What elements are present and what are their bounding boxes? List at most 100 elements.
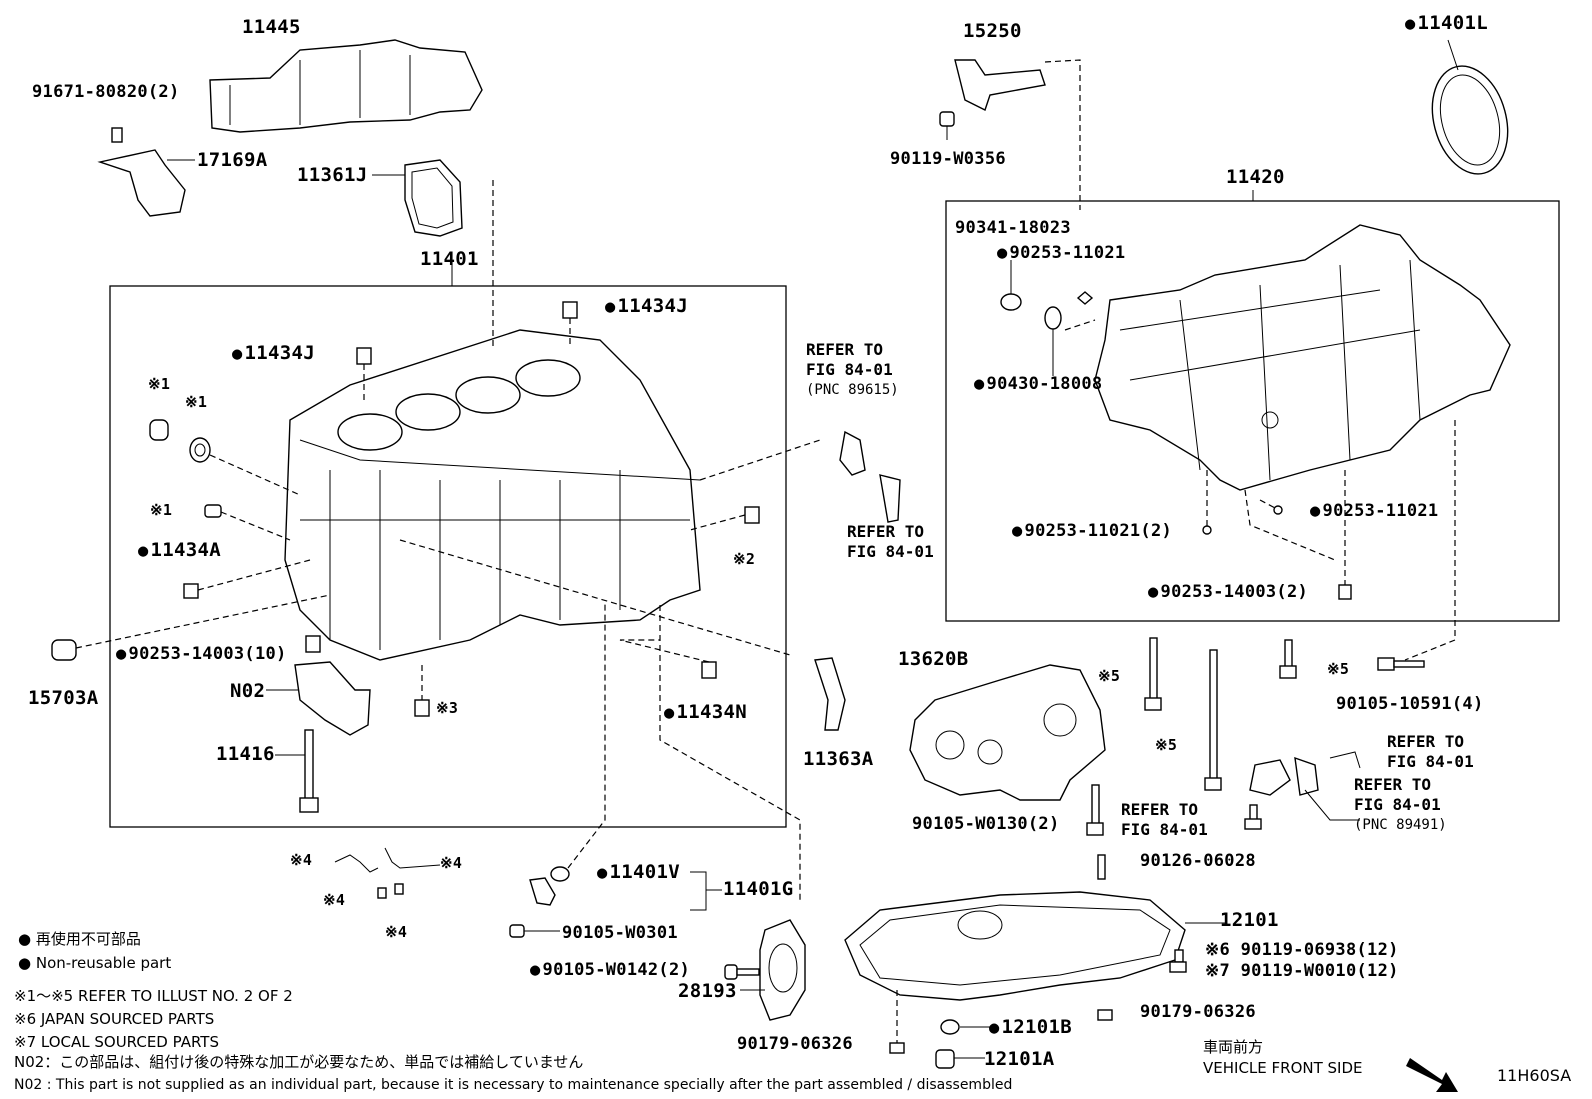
bolt-fig84-a bbox=[1244, 804, 1262, 830]
oil-pan-12101 bbox=[844, 891, 1225, 1001]
plug-11434J-top bbox=[562, 301, 578, 345]
ball-90253-a bbox=[1076, 291, 1094, 305]
bracket-17169A bbox=[97, 127, 195, 217]
plug-15703A bbox=[51, 594, 331, 661]
label-13620B: 13620B bbox=[898, 648, 969, 670]
label-12101B: 12101B bbox=[989, 1018, 1072, 1037]
refer-fig-84-01-e: REFER TO FIG 84-01 (PNC 89491) bbox=[1354, 775, 1447, 835]
legend-nonreusable-en: ● Non-reusable part bbox=[18, 954, 172, 972]
plug-11434J-left bbox=[356, 347, 372, 400]
legend-note-1-5: ※1～※5 REFER TO ILLUST NO. 2 OF 2 bbox=[14, 987, 293, 1005]
refer-line1: REFER TO bbox=[847, 522, 925, 541]
label-11434J-top: 11434J bbox=[605, 297, 688, 316]
refer-line1: REFER TO bbox=[806, 340, 884, 359]
label-m2: ※2 bbox=[733, 550, 756, 568]
label-90341-18023: 90341-18023 bbox=[955, 218, 1071, 238]
sleeve-90253-14003-2 bbox=[1338, 470, 1352, 600]
oil-seal-11401L bbox=[1431, 39, 1509, 175]
label-90179-06326-a: 90179-06326 bbox=[1140, 1002, 1256, 1022]
drain-plug-90341 bbox=[1000, 260, 1022, 311]
legend-note-7: ※7 LOCAL SOURCED PARTS bbox=[14, 1033, 219, 1051]
pin-m2 bbox=[689, 506, 760, 531]
label-17169A: 17169A bbox=[197, 149, 268, 171]
legend-n02-jp: N02：この部品は、組付け後の特殊な加工が必要なため、単品では補給していません bbox=[14, 1053, 584, 1071]
label-90119-06938: ※6 90119-06938(12) bbox=[1205, 940, 1399, 960]
bolt-90105-W0301 bbox=[509, 924, 560, 938]
label-90119-W0356: 90119-W0356 bbox=[890, 149, 1006, 169]
legend-nonreusable-jp: ● 再使用不可部品 bbox=[18, 930, 141, 948]
oil-pump-13620B bbox=[909, 664, 1106, 801]
knock-sensor bbox=[699, 430, 901, 523]
label-11420: 11420 bbox=[1226, 166, 1285, 188]
legend-nonreusable-jp-text: 再使用不可部品 bbox=[35, 930, 141, 948]
label-11416: 11416 bbox=[216, 743, 275, 765]
sleeve-14003 bbox=[305, 635, 321, 653]
bolt-11416 bbox=[275, 729, 319, 813]
stud-90126 bbox=[1097, 854, 1106, 880]
label-m5-b: ※5 bbox=[1155, 736, 1178, 754]
cylinder-block-group-box bbox=[109, 285, 787, 828]
label-m4-a: ※4 bbox=[290, 851, 313, 869]
label-90105-10591: 90105-10591(4) bbox=[1336, 694, 1484, 714]
tube-11363A bbox=[814, 657, 846, 731]
nut-90179-b bbox=[889, 990, 905, 1054]
refer-line2: FIG 84-01 bbox=[847, 542, 934, 561]
gasket-28193 bbox=[740, 919, 806, 1021]
refer-line1: REFER TO bbox=[1387, 732, 1465, 751]
bearing-cap-N02 bbox=[266, 661, 371, 736]
label-15703A: 15703A bbox=[28, 687, 99, 709]
bolt-90105-W0142 bbox=[724, 964, 760, 980]
label-N02: N02 bbox=[230, 680, 266, 702]
plug-11434N bbox=[619, 639, 717, 679]
label-11401V: 11401V bbox=[597, 863, 680, 882]
label-11401L: 11401L bbox=[1405, 14, 1488, 33]
label-m1-c: ※1 bbox=[150, 501, 173, 519]
refer-pnc: (PNC 89615) bbox=[806, 382, 899, 398]
refer-line1: REFER TO bbox=[1121, 800, 1199, 819]
label-90253-11021-2: 90253-11021(2) bbox=[1012, 523, 1172, 540]
label-12101: 12101 bbox=[1220, 909, 1279, 931]
refer-fig-84-01-d: REFER TO FIG 84-01 bbox=[1121, 800, 1208, 840]
pin-m3 bbox=[414, 665, 430, 717]
label-11434J-left: 11434J bbox=[232, 344, 315, 363]
label-90253-14003-2: 90253-14003(2) bbox=[1148, 584, 1308, 601]
label-m4-d: ※4 bbox=[385, 923, 408, 941]
bolt-m5-c bbox=[1279, 639, 1297, 679]
refer-line2: FIG 84-01 bbox=[1121, 820, 1208, 839]
label-90105-W0142: 90105-W0142(2) bbox=[530, 962, 690, 979]
arrow-down-right-icon bbox=[1406, 1058, 1458, 1092]
bolt-m5-a bbox=[1144, 637, 1162, 711]
label-90105-W0130: 90105-W0130(2) bbox=[912, 814, 1060, 834]
nut-90179-a bbox=[1097, 1009, 1113, 1021]
refer-line1: REFER TO bbox=[1354, 775, 1432, 794]
refer-fig-84-01-a: REFER TO FIG 84-01 (PNC 89615) bbox=[806, 340, 899, 400]
label-11434A: 11434A bbox=[138, 541, 221, 560]
pin-90253-11021-2 bbox=[1202, 470, 1212, 535]
label-11401: 11401 bbox=[420, 248, 479, 270]
label-m4-b: ※4 bbox=[440, 854, 463, 872]
label-12101A: 12101A bbox=[984, 1048, 1055, 1070]
label-90253-11021-a: 90253-11021 bbox=[997, 245, 1126, 262]
refer-fig-84-01-b: REFER TO FIG 84-01 bbox=[847, 522, 934, 562]
oil-pan-upper-11420 bbox=[1094, 224, 1511, 491]
label-11401G: 11401G bbox=[723, 878, 794, 900]
legend-n02-en: N02 : This part is not supplied as an in… bbox=[14, 1077, 1013, 1093]
bolt-90105-W0130 bbox=[1086, 784, 1104, 836]
gasket-12101B bbox=[940, 1019, 990, 1035]
vehicle-front-jp: 車両前方 bbox=[1203, 1038, 1264, 1056]
cylinder-block-11401 bbox=[284, 329, 701, 661]
plug-11434A bbox=[183, 559, 311, 599]
label-11445: 11445 bbox=[242, 16, 301, 38]
plug-12101A bbox=[935, 1049, 985, 1069]
oring-11401V bbox=[550, 600, 606, 882]
label-11434N: 11434N bbox=[664, 703, 747, 722]
refer-line2: FIG 84-01 bbox=[806, 360, 893, 379]
legend-note-6: ※6 JAPAN SOURCED PARTS bbox=[14, 1010, 215, 1028]
refer-line2: FIG 84-01 bbox=[1354, 795, 1441, 814]
label-90179-06326-b: 90179-06326 bbox=[737, 1034, 853, 1054]
label-28193: 28193 bbox=[678, 980, 737, 1002]
label-90126-06028: 90126-06028 bbox=[1140, 851, 1256, 871]
union-11401G bbox=[529, 871, 722, 911]
